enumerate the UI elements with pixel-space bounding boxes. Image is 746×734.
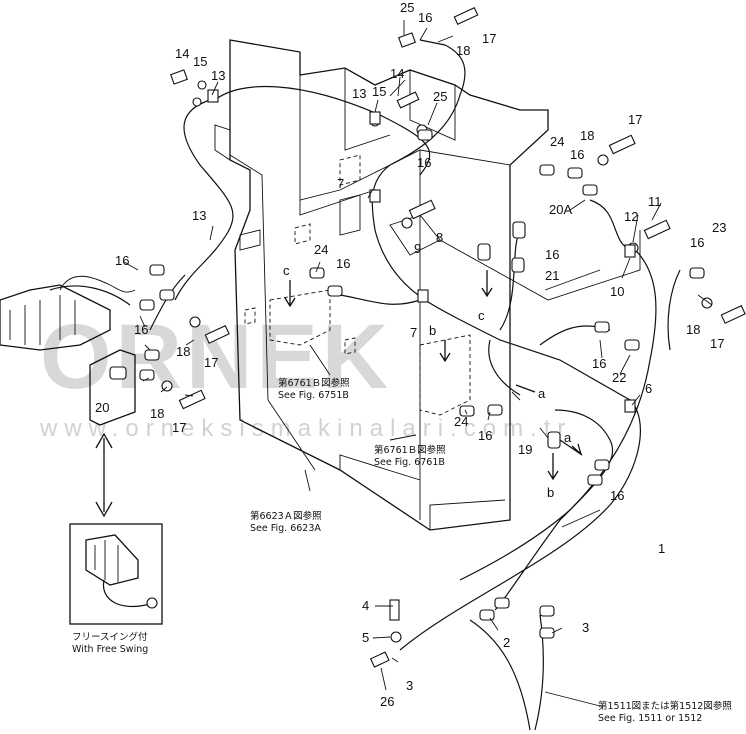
callout-16: 16	[336, 256, 350, 271]
ref-6751-jp: 第6761Ｂ図参照	[278, 377, 350, 389]
callout-13: 13	[192, 208, 206, 223]
inset-box	[69, 523, 163, 625]
callout-16: 16	[418, 10, 432, 25]
callout-18: 18	[686, 322, 700, 337]
reference-notes: 第6761Ｂ図参照 See Fig. 6751B 第6761Ｂ図参照 See F…	[72, 377, 732, 724]
callout-15: 15	[372, 84, 386, 99]
callout-17: 17	[482, 31, 496, 46]
leader-lines	[123, 20, 713, 707]
callout-20a: 20A	[549, 202, 572, 217]
callout-c: c	[283, 263, 290, 278]
watermark-url: www.orneksismakinalari.com.tr	[39, 415, 572, 442]
callout-19: 19	[518, 442, 532, 457]
flow-arrows	[284, 270, 583, 481]
callout-16: 16	[478, 428, 492, 443]
callout-8: 8	[436, 230, 443, 245]
callout-17: 17	[204, 355, 218, 370]
callout-1: 1	[658, 541, 665, 556]
callout-7: 7	[410, 325, 417, 340]
callout-labels: 25 16 18 17 14 15 13 14 13 15 25 16 17 1…	[95, 0, 726, 709]
callout-24: 24	[550, 134, 564, 149]
callout-18: 18	[456, 43, 470, 58]
callout-17: 17	[172, 420, 186, 435]
callout-18: 18	[176, 344, 190, 359]
callout-10: 10	[610, 284, 624, 299]
callout-2: 2	[503, 635, 510, 650]
callout-13: 13	[211, 68, 225, 83]
inset-caption-en: With Free Swing	[72, 644, 148, 655]
callout-25: 25	[400, 0, 414, 15]
callout-3: 3	[406, 678, 413, 693]
ref-6761-en: See Fig. 6761B	[374, 457, 445, 468]
callout-23: 23	[712, 220, 726, 235]
callout-26: 26	[380, 694, 394, 709]
valve-blocks	[244, 154, 471, 416]
callout-17: 17	[710, 336, 724, 351]
ref-6623-jp: 第6623Ａ図参照	[250, 510, 322, 522]
callout-16: 16	[115, 253, 129, 268]
callout-17: 17	[628, 112, 642, 127]
ref-1511-jp: 第1511図または第1512図参照	[598, 700, 732, 712]
callout-16: 16	[417, 155, 431, 170]
callout-14: 14	[175, 46, 189, 61]
callout-15: 15	[193, 54, 207, 69]
callout-a: a	[538, 386, 546, 401]
callout-11: 11	[648, 194, 662, 209]
callout-16: 16	[610, 488, 624, 503]
callout-7: 7	[337, 176, 344, 191]
callout-16: 16	[570, 147, 584, 162]
fittings	[109, 6, 746, 668]
swing-motor	[0, 275, 136, 351]
callout-25: 25	[433, 89, 447, 104]
callout-21: 21	[545, 268, 559, 283]
callout-22: 22	[612, 370, 626, 385]
callout-b: b	[547, 485, 554, 500]
callout-13: 13	[352, 86, 366, 101]
callout-b: b	[429, 323, 436, 338]
item-20-box	[89, 349, 136, 426]
inset-caption-jp: フリースイング付	[72, 631, 148, 643]
double-arrow	[95, 432, 113, 518]
callout-20: 20	[95, 400, 109, 415]
callout-3: 3	[582, 620, 589, 635]
callout-12: 12	[624, 209, 638, 224]
callout-16: 16	[545, 247, 559, 262]
callout-14: 14	[390, 66, 404, 81]
callout-16: 16	[690, 235, 704, 250]
callout-c: c	[478, 308, 485, 323]
callout-24: 24	[314, 242, 328, 257]
callout-4: 4	[362, 598, 369, 613]
ref-6751-en: See Fig. 6751B	[278, 390, 349, 401]
callout-a: a	[564, 430, 572, 445]
ref-1511-en: See Fig. 1511 or 1512	[598, 713, 702, 724]
callout-18: 18	[150, 406, 164, 421]
callout-9: 9	[414, 241, 421, 256]
ref-6623-en: See Fig. 6623A	[250, 523, 321, 534]
callout-16: 16	[592, 356, 606, 371]
ref-6761-jp: 第6761Ｂ図参照	[374, 444, 446, 456]
callout-5: 5	[362, 630, 369, 645]
callout-18: 18	[580, 128, 594, 143]
callout-6: 6	[645, 381, 652, 396]
callout-16: 16	[134, 322, 148, 337]
callout-24: 24	[454, 414, 468, 429]
